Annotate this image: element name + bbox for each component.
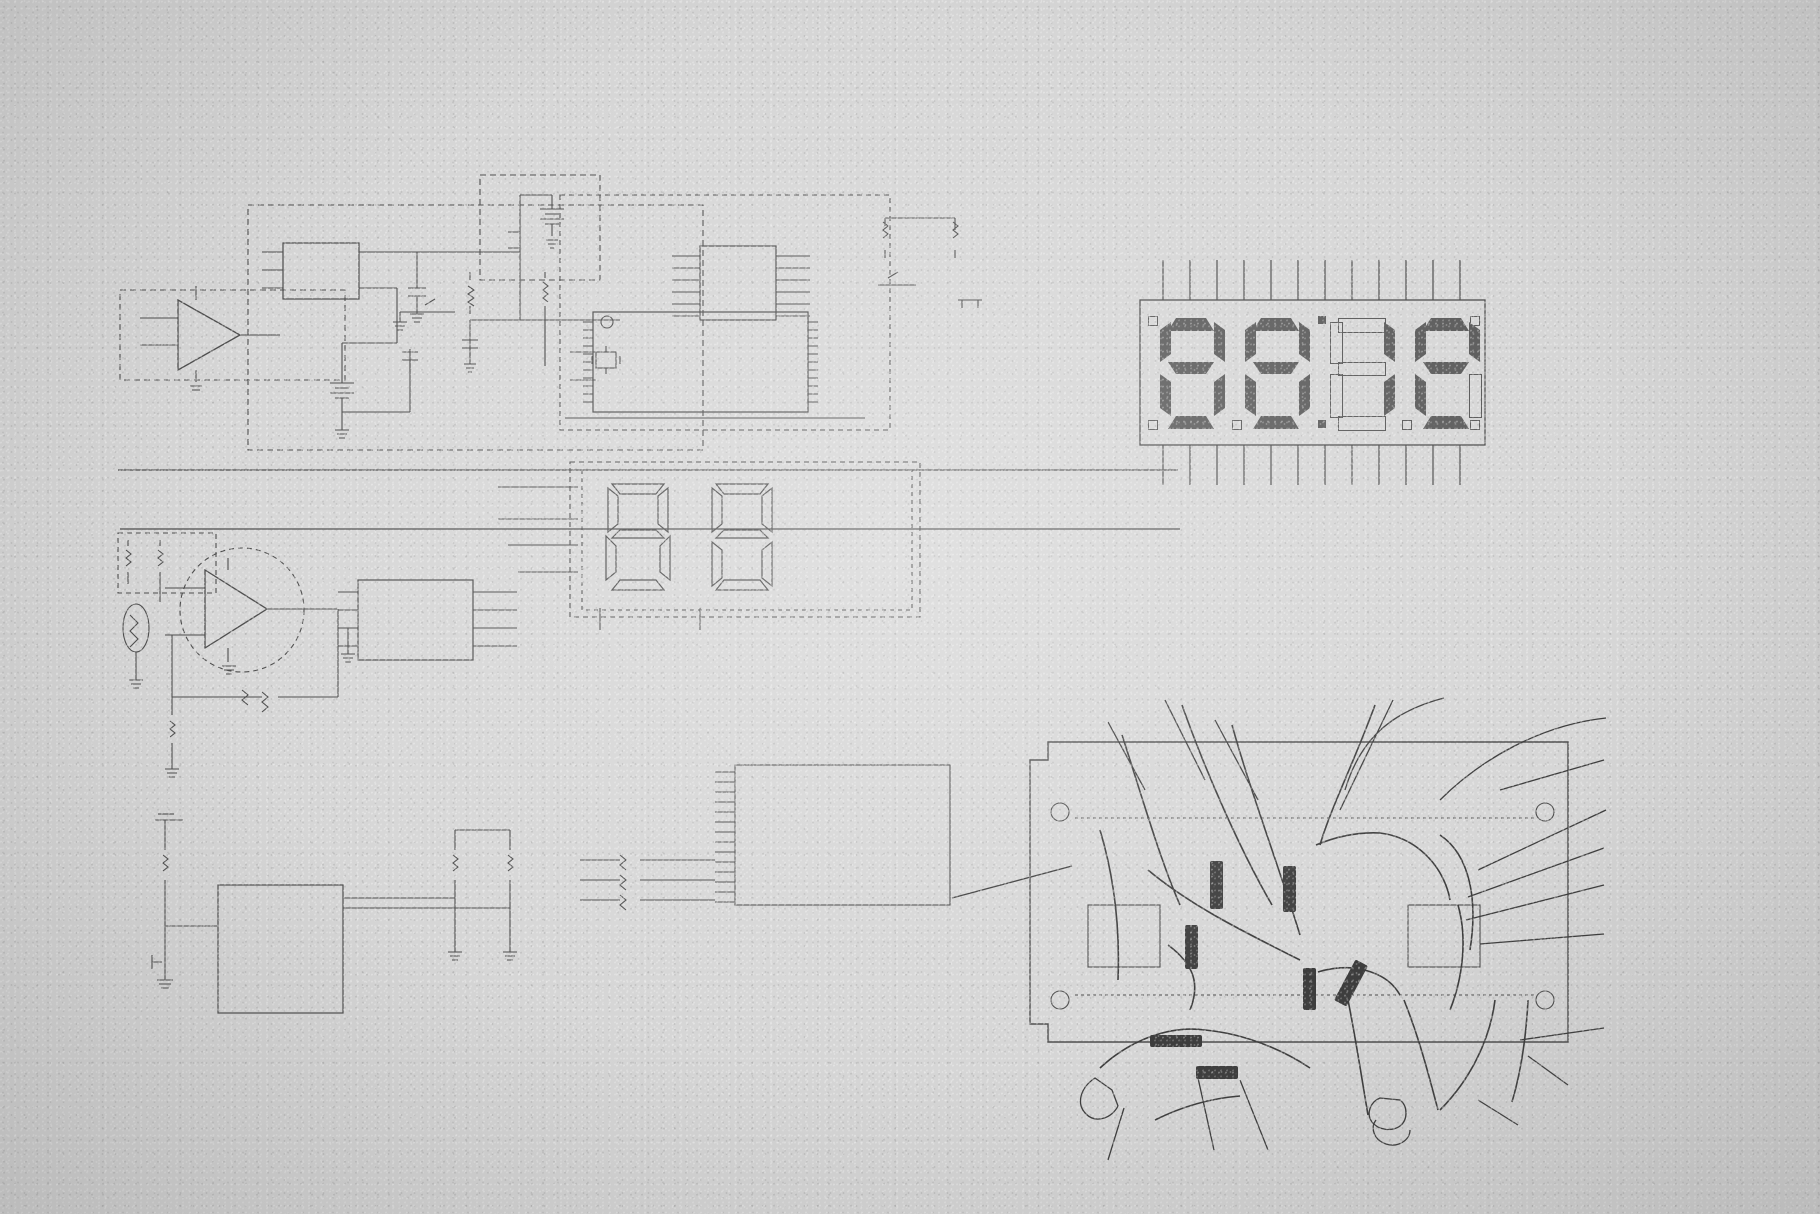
breadboard-jumper-wires <box>951 697 1607 1161</box>
schematic-linework <box>117 174 1569 1043</box>
